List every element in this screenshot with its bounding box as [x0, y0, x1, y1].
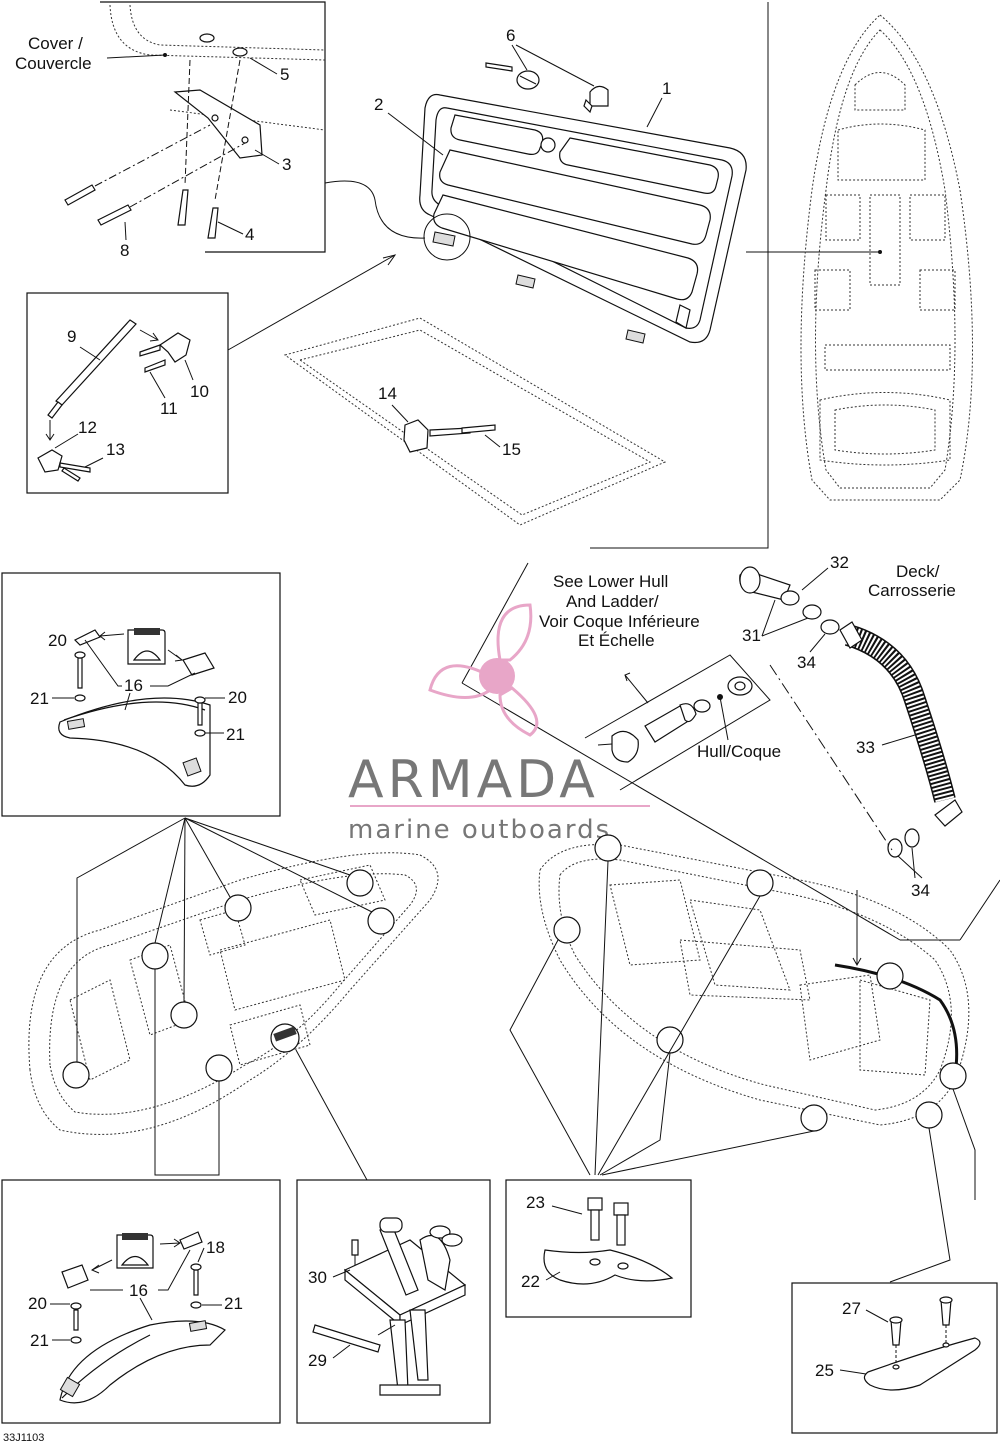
gas-spring-inset: 9 10 11 12 13	[26, 254, 397, 494]
callout-20a: 20	[48, 631, 67, 650]
deck-view-right	[509, 834, 976, 1283]
callout-34a: 34	[797, 653, 816, 672]
boat-top-view	[800, 14, 973, 501]
couvercle-label: Couvercle	[15, 54, 92, 73]
callout-23: 23	[526, 1193, 545, 1212]
deck-label-1: Deck/	[896, 562, 940, 581]
callout-30: 30	[308, 1268, 327, 1287]
cover-hinge-inset: Cover / Couvercle 5 3 4 8	[15, 1, 426, 260]
callout-3: 3	[282, 155, 291, 174]
callout-22: 22	[521, 1272, 540, 1291]
callout-5: 5	[280, 65, 289, 84]
lower-hull-label-1: See Lower Hull	[553, 572, 668, 591]
deck-label-2: Carrosserie	[868, 581, 956, 600]
propeller-logo-icon	[428, 603, 539, 737]
callout-32: 32	[830, 553, 849, 572]
callout-29: 29	[308, 1351, 327, 1370]
callout-9: 9	[67, 327, 76, 346]
callout-10: 10	[190, 382, 209, 401]
callout-15: 15	[502, 440, 521, 459]
callout-8: 8	[120, 241, 129, 260]
hull-label: Hull/Coque	[697, 742, 781, 761]
callout-21d: 21	[224, 1294, 243, 1313]
grab-handle-inset-upper: 20 16 21 20 21	[1, 572, 281, 817]
callout-21c: 21	[30, 1331, 49, 1350]
callout-16b: 16	[129, 1281, 148, 1300]
lower-hull-label-3: Voir Coque Inférieure	[539, 612, 700, 631]
callout-13: 13	[106, 440, 125, 459]
callout-14: 14	[378, 384, 397, 403]
callout-20b: 20	[228, 688, 247, 707]
callout-31: 31	[742, 626, 761, 645]
lower-hull-label-4: Et Échelle	[578, 631, 655, 650]
lower-hull-label-2: And Ladder/	[566, 592, 659, 611]
callout-16a: 16	[124, 676, 143, 695]
cover-label: Cover /	[28, 34, 83, 53]
callout-6: 6	[506, 26, 515, 45]
callout-21b: 21	[226, 725, 245, 744]
cleat-inset: 23 22	[505, 1179, 692, 1318]
callout-34b: 34	[911, 881, 930, 900]
watermark-tagline: marine outboards	[348, 815, 611, 845]
callout-18: 18	[206, 1238, 225, 1257]
deck-view-left	[28, 817, 439, 1181]
callout-1: 1	[662, 79, 671, 98]
callout-25: 25	[815, 1361, 834, 1380]
step-pad-inset: 27 25	[791, 1282, 998, 1434]
watermark-brand: ARMADA	[348, 750, 599, 810]
callout-2: 2	[374, 95, 383, 114]
callout-33: 33	[856, 738, 875, 757]
figure-reference-code: 33J1103	[3, 1432, 44, 1444]
callout-12: 12	[78, 418, 97, 437]
throttle-control-inset: 30 29	[296, 1179, 491, 1424]
callout-4: 4	[245, 225, 254, 244]
callout-11: 11	[160, 399, 178, 418]
drain-assembly: See Lower Hull And Ladder/ Voir Coque In…	[461, 553, 1000, 941]
callout-21a: 21	[30, 689, 49, 708]
callout-27: 27	[842, 1299, 861, 1318]
grab-handle-inset-lower: 18 16 20 21 21	[1, 1179, 281, 1424]
callout-20c: 20	[28, 1294, 47, 1313]
cover-panel-assembly: 6 1 2 14 15	[283, 2, 882, 549]
armada-watermark: ARMADA marine outboards	[348, 603, 650, 845]
